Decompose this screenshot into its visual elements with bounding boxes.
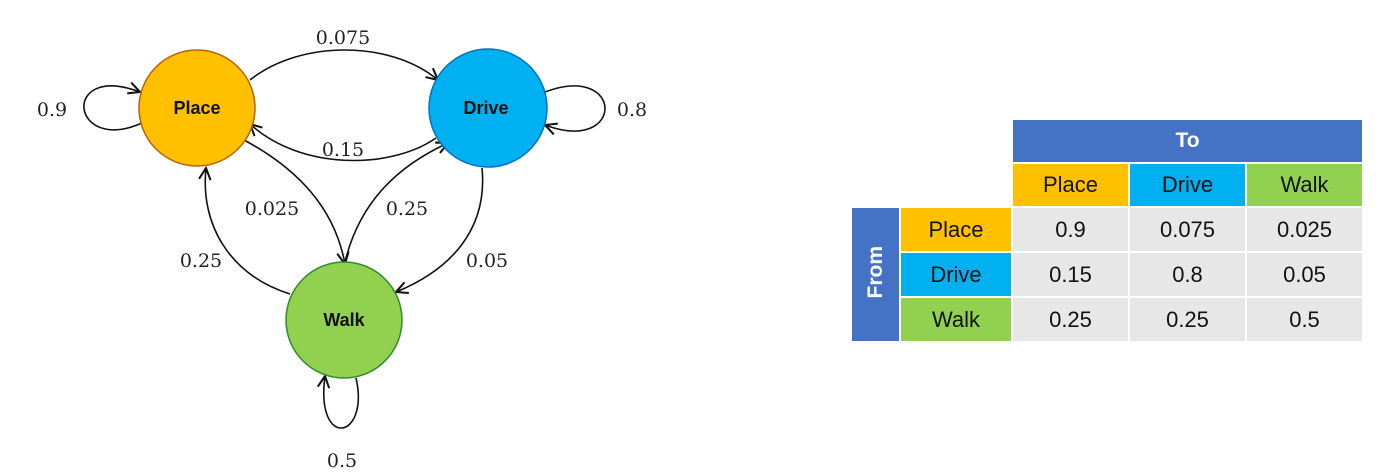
edge-place-place: [83, 86, 143, 131]
markov-chain-diagram: Place Drive Walk 0.9 0.075 0.15 0.8 0.02…: [37, 27, 647, 472]
table-cell: 0.025: [1247, 208, 1362, 251]
edge-drive-drive: [545, 85, 606, 131]
edge-label-drive-place: 0.15: [322, 139, 364, 161]
edge-label-walk-place: 0.25: [180, 250, 222, 272]
table-cell: 0.15: [1013, 253, 1128, 296]
from-header: From: [852, 208, 899, 341]
from-label: From: [863, 245, 887, 299]
table-row: From Place 0.9 0.075 0.025: [852, 208, 1362, 341]
node-place-circle: [138, 49, 256, 167]
edge-drive-place: [250, 124, 437, 162]
edge-label-drive-walk: 0.05: [466, 250, 508, 272]
table-row: Walk 0.25 0.25 0.5: [852, 298, 1362, 341]
edge-drive-walk: [396, 167, 484, 292]
table-cell: 0.5: [1247, 298, 1362, 341]
node-place-label: Place: [173, 98, 220, 118]
edge-walk-place: [205, 168, 291, 295]
node-walk-circle: [285, 261, 403, 379]
node-drive-label: Drive: [463, 98, 508, 118]
transition-matrix: To Place Drive Walk From Place 0.9 0.075…: [850, 118, 1364, 343]
table-cell: 0.25: [1130, 298, 1245, 341]
edge-walk-drive: [344, 143, 448, 263]
table-row: Drive 0.15 0.8 0.05: [852, 253, 1362, 296]
table-cell: 0.075: [1130, 208, 1245, 251]
column-header-walk: Walk: [1247, 164, 1362, 206]
edge-walk-walk: [324, 376, 359, 429]
row-header-drive: Drive: [901, 253, 1011, 296]
node-drive-circle: [428, 48, 548, 168]
row-header-place: Place: [901, 208, 1011, 251]
edge-label-walk-walk: 0.5: [327, 450, 357, 472]
column-header-place: Place: [1013, 164, 1128, 206]
edge-label-place-place: 0.9: [37, 99, 67, 121]
edge-label-walk-drive: 0.25: [386, 198, 428, 220]
node-walk-label: Walk: [323, 310, 365, 330]
table-cell: 0.9: [1013, 208, 1128, 251]
table-cell: 0.05: [1247, 253, 1362, 296]
edge-label-place-drive: 0.075: [316, 27, 370, 49]
to-header: To: [1013, 120, 1362, 162]
edge-place-walk: [243, 139, 345, 264]
transition-table: To Place Drive Walk From Place 0.9 0.075…: [850, 118, 1364, 343]
column-header-drive: Drive: [1130, 164, 1245, 206]
row-header-walk: Walk: [901, 298, 1011, 341]
table-cell: 0.25: [1013, 298, 1128, 341]
edge-label-place-walk: 0.025: [245, 198, 299, 220]
edge-label-drive-drive: 0.8: [617, 99, 647, 121]
table-cell: 0.8: [1130, 253, 1245, 296]
edge-place-drive: [249, 49, 438, 80]
